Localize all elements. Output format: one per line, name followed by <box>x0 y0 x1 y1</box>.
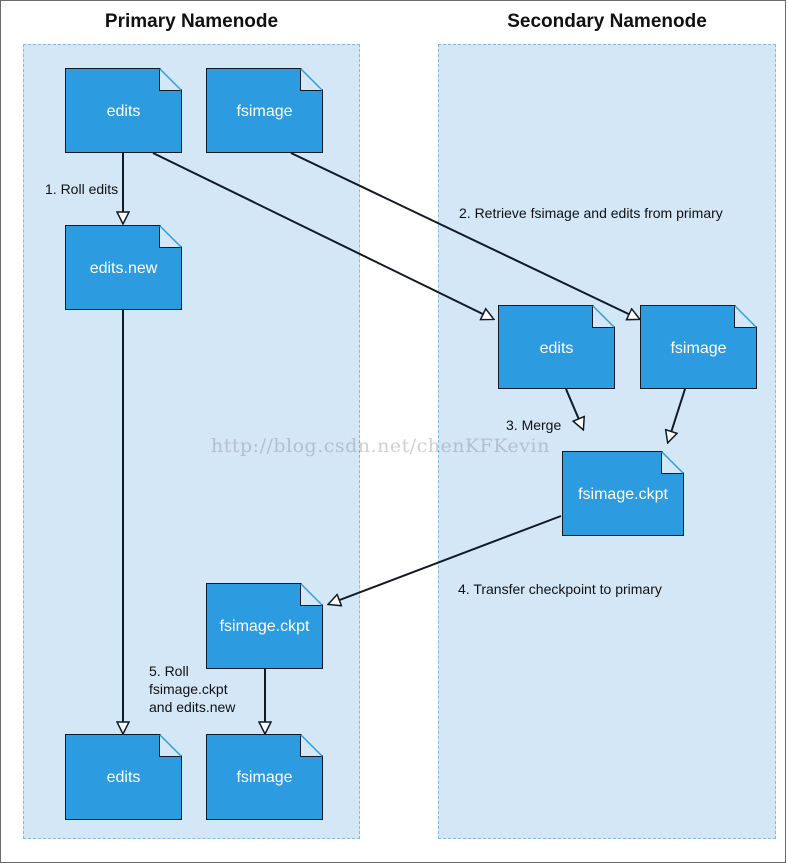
secondary-fsimage-ckpt-document: fsimage.ckpt <box>562 451 684 536</box>
primary-edits-label: edits <box>106 103 141 120</box>
primary-fsimage-document: fsimage <box>206 68 323 153</box>
step-roll-line-3: and edits.new <box>149 699 236 715</box>
arrow-merge-edits <box>565 388 583 429</box>
secondary-edits-label: edits <box>539 340 574 357</box>
secondary-fsimage-document: fsimage <box>640 305 757 389</box>
primary-edits-new-label: edits.new <box>89 260 158 277</box>
arrow-fsimage-to-secondary <box>290 152 639 319</box>
step-transfer: 4. Transfer checkpoint to primary <box>458 581 662 597</box>
primary-namenode-title: Primary Namenode <box>104 11 279 32</box>
watermark: http://blog.csdn.net/chenKFKevin <box>211 435 550 457</box>
primary-namenode-column <box>23 44 360 839</box>
primary-fsimage-ckpt-label: fsimage.ckpt <box>219 618 310 635</box>
secondary-fsimage-label: fsimage <box>670 340 727 357</box>
primary-edits-new-document: edits.new <box>65 225 182 310</box>
secondary-fsimage-ckpt-label: fsimage.ckpt <box>578 486 668 503</box>
primary-final-fsimage-label: fsimage <box>236 769 293 786</box>
arrow-edits-to-secondary <box>152 152 493 319</box>
primary-edits-document: edits <box>65 68 182 153</box>
step-roll-line-2: fsimage.ckpt <box>149 681 228 697</box>
step-roll-line-1: 5. Roll <box>149 663 189 679</box>
primary-final-edits-document: edits <box>65 734 182 820</box>
arrow-transfer-checkpoint <box>329 515 562 604</box>
primary-final-edits-label: edits <box>106 769 141 786</box>
step-retrieve: 2. Retrieve fsimage and edits from prima… <box>459 205 723 221</box>
primary-fsimage-label: fsimage <box>236 103 293 120</box>
step-merge: 3. Merge <box>506 417 562 433</box>
arrow-merge-fsimage <box>668 388 686 442</box>
step-roll-edits: 1. Roll edits <box>45 181 119 197</box>
secondary-namenode-column <box>438 44 776 839</box>
secondary-namenode-title: Secondary Namenode <box>507 11 707 32</box>
secondary-edits-document: edits <box>498 305 615 389</box>
primary-fsimage-ckpt-document: fsimage.ckpt <box>206 583 323 669</box>
primary-final-fsimage-document: fsimage <box>206 734 323 820</box>
